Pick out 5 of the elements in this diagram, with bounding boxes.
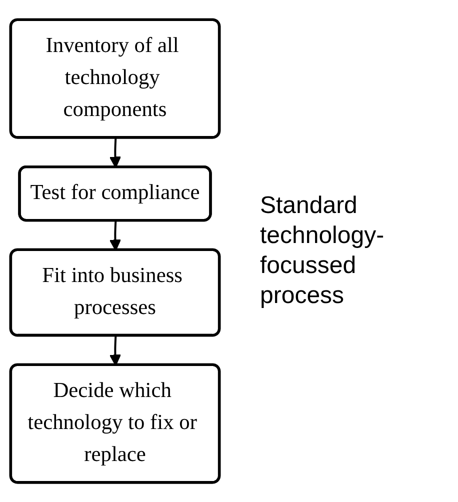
arrow — [109, 220, 122, 251]
flowchart-drawing: Inventory of all technology components Test for compliance Fit into business processes Decide which technology to fix or replace — [0, 8, 230, 494]
arrow — [109, 336, 122, 366]
side-note: Standard technology-focussed process — [260, 191, 386, 311]
arrow — [109, 138, 122, 168]
